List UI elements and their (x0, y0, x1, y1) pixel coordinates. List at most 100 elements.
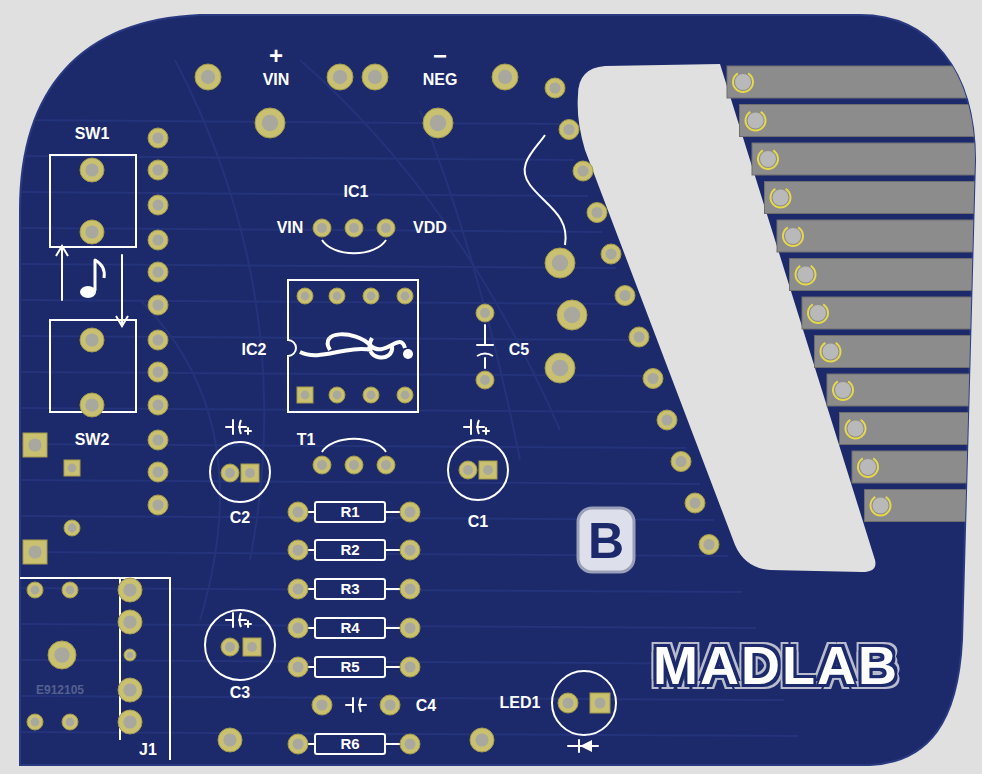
silk-outline (360, 698, 362, 712)
solder-pad (80, 158, 104, 182)
solder-pad (643, 369, 663, 389)
part-name: R2 (316, 541, 384, 559)
solder-pad (148, 362, 168, 382)
gold-finger (740, 105, 981, 137)
silk-label: SW2 (75, 432, 110, 448)
pad-hole (349, 223, 359, 233)
solder-pad (255, 108, 285, 138)
silk-label: C5 (509, 342, 529, 358)
pad-hole (367, 292, 376, 301)
silk-line (484, 325, 486, 345)
copper-trace (20, 480, 700, 484)
finger-via (873, 498, 889, 514)
silk-outline (20, 578, 170, 760)
pad-hole (333, 292, 342, 301)
silk-outline (322, 240, 386, 253)
silk-line (247, 621, 249, 627)
silk-outline (477, 354, 493, 357)
silk-label: VIN (263, 72, 290, 88)
finger-ring (795, 265, 817, 285)
pad-hole (123, 615, 136, 628)
solder-pad (363, 387, 379, 403)
pad-hole (153, 235, 164, 246)
pad-hole (225, 468, 235, 478)
pad-hole (648, 373, 659, 384)
copper-trace (300, 60, 560, 430)
solder-pad (288, 734, 308, 754)
solder-pad (148, 430, 168, 450)
solder-pad (288, 579, 308, 599)
solder-pad (118, 678, 142, 702)
solder-pad (62, 582, 78, 598)
part-name: R1 (316, 503, 384, 521)
silk-outline (240, 420, 242, 434)
solder-pad (221, 464, 239, 482)
silk-line (346, 704, 353, 706)
silk-label: LED1 (500, 695, 541, 711)
finger-ring (870, 496, 892, 516)
silk-outline (478, 420, 480, 434)
solder-pad (297, 288, 313, 304)
solder-pad (345, 456, 363, 474)
resistor-body: R5 (314, 656, 386, 678)
gold-finger (827, 374, 980, 406)
silk-line (485, 428, 487, 434)
silk-line (386, 627, 400, 629)
pad-hole (153, 335, 164, 346)
copper-trace (420, 110, 520, 460)
silk-label: + (269, 44, 283, 68)
pad-hole (54, 647, 69, 662)
solder-pad (288, 618, 308, 638)
solder-pad (400, 657, 420, 677)
silk-label: VDD (413, 220, 447, 236)
jumper-wire (525, 135, 566, 245)
solder-pad (470, 728, 494, 752)
pad-hole (123, 583, 136, 596)
pad-hole (153, 500, 164, 511)
solder-pad (545, 353, 575, 383)
treble-clef (300, 334, 405, 357)
silk-line (386, 511, 400, 513)
solder-pad (297, 387, 313, 403)
pad-hole (405, 739, 416, 750)
pad-hole (123, 683, 136, 696)
copper-trace (20, 264, 616, 268)
pad-hole (405, 545, 416, 556)
copper-trace (20, 444, 686, 448)
pad-hole (301, 292, 310, 301)
finger-via (760, 151, 776, 167)
pad-hole (620, 290, 631, 301)
silk-line (121, 255, 123, 326)
pad-hole (606, 249, 617, 260)
solder-pad (397, 387, 413, 403)
solder-pad (80, 220, 104, 244)
solder-pad (313, 219, 331, 237)
solder-pad (573, 161, 593, 181)
pad-hole (245, 468, 255, 478)
pad-hole (381, 460, 391, 470)
pad-hole (563, 698, 574, 709)
silk-line (232, 420, 234, 434)
pad-hole (293, 584, 304, 595)
part-name: R5 (316, 658, 384, 676)
solder-pad (148, 295, 168, 315)
solder-pad (288, 502, 308, 522)
solder-pad (377, 219, 395, 237)
treble-clef (403, 349, 413, 359)
solder-pad (363, 288, 379, 304)
solder-pad (118, 710, 142, 734)
solder-pad (23, 433, 47, 457)
solder-pad (243, 638, 261, 656)
pad-hole (301, 391, 310, 400)
solder-pad (148, 128, 168, 148)
finger-via (773, 190, 789, 206)
pad-hole (85, 333, 98, 346)
logo-badge (578, 508, 634, 572)
solder-pad (148, 462, 168, 482)
pad-hole (405, 507, 416, 518)
pad-hole (317, 223, 327, 233)
finger-via (810, 305, 826, 321)
solder-pad (221, 638, 239, 656)
solder-pad (118, 610, 142, 634)
silk-outline (56, 246, 68, 256)
